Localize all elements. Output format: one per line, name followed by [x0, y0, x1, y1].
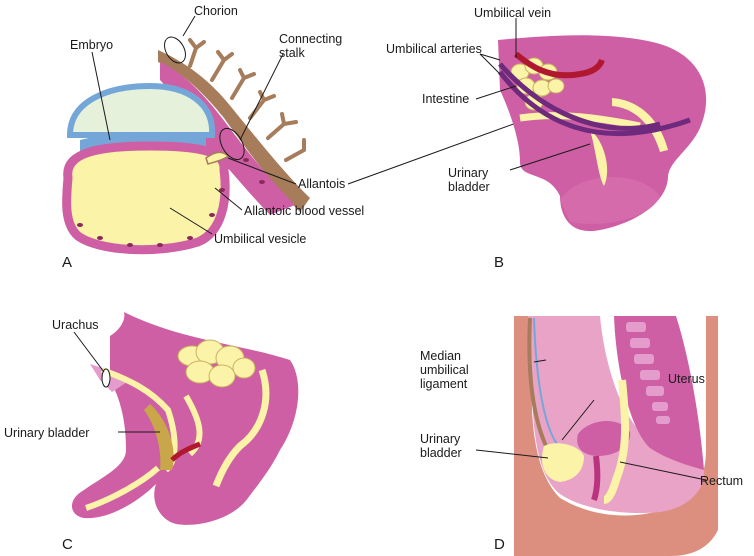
hindgut-c	[85, 465, 160, 511]
label-urinary-bladder-b: Urinary bladder	[448, 166, 490, 194]
panel-letter-d: D	[494, 536, 505, 553]
gut-tube-c	[183, 394, 203, 457]
body-skin-d	[514, 316, 718, 556]
ligament-d	[527, 317, 548, 447]
bladder-b	[590, 130, 608, 186]
label-median-umbilical-ligament: Median umbilical ligament	[420, 349, 469, 391]
panel-a-drawing	[62, 15, 310, 255]
allantoic-vessel-dots	[77, 158, 265, 247]
label-urinary-bladder-d: Urinary bladder	[420, 432, 462, 460]
chorion-circle	[164, 36, 186, 64]
label-embryo: Embryo	[70, 38, 114, 52]
intestine-c	[177, 339, 256, 388]
gut-cavity-b	[560, 176, 660, 224]
hindgut-tube-c	[212, 368, 270, 488]
stump-c	[101, 368, 111, 388]
label-uterus: Uterus	[668, 372, 705, 386]
panel-letter-a: A	[62, 254, 73, 271]
panel-letter-b: B	[494, 254, 505, 271]
label-umbilical-vein: Umbilical vein	[474, 6, 552, 20]
label-umbilical-vesicle: Umbilical vesicle	[214, 232, 307, 246]
label-intestine: Intestine	[422, 92, 470, 106]
label-allantoic-blood-vessel: Allantoic blood vessel	[244, 204, 365, 218]
label-allantois: Allantois	[298, 177, 346, 191]
amnion	[66, 82, 216, 138]
panel-c-drawing	[71, 312, 299, 525]
umbilical-artery-b-1	[498, 62, 661, 131]
allantois-b	[519, 112, 641, 130]
label-urinary-bladder-c: Urinary bladder	[4, 426, 90, 440]
umbilical-vesicle-sac	[62, 141, 230, 255]
label-connecting-stalk: Connecting stalk	[279, 32, 343, 60]
label-umbilical-arteries: Umbilical arteries	[386, 42, 482, 56]
peritoneum-d	[533, 317, 561, 449]
panel-b-drawing	[475, 18, 707, 232]
bladder-c	[144, 404, 174, 470]
allantois-a	[205, 151, 230, 165]
allantois-to-b-leader	[347, 117, 531, 185]
panel-d-drawing	[475, 316, 718, 556]
label-rectum: Rectum	[700, 474, 744, 488]
rectum-d	[603, 379, 630, 504]
vagina-d	[591, 455, 601, 501]
label-chorion: Chorion	[194, 4, 238, 18]
vertebrae-d	[626, 322, 670, 424]
vessel-c	[170, 441, 201, 462]
chorionic-villi	[188, 38, 306, 162]
umbilical-vein-b	[514, 51, 605, 79]
bladder-d	[541, 443, 584, 482]
umbilical-artery-b-2	[498, 70, 691, 137]
uterus-d	[577, 420, 631, 456]
panel-letter-c: C	[62, 536, 73, 553]
label-urachus: Urachus	[52, 318, 99, 332]
